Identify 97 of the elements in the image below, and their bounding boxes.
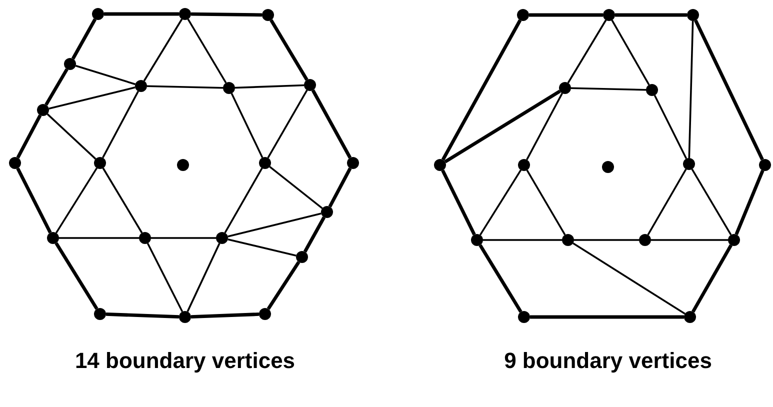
graph-edge (187, 18, 227, 84)
graph-edge (151, 237, 216, 239)
vertex-dot (321, 206, 333, 218)
graph-edge (143, 18, 183, 82)
vertex-dot (64, 58, 76, 70)
graph-edge (478, 244, 522, 313)
graph-edge (190, 12, 262, 17)
graph-edge (691, 168, 732, 236)
graph-edge (483, 239, 562, 241)
vertex-dot (434, 159, 446, 171)
graph-edge (267, 90, 308, 158)
graph-edge (526, 92, 563, 160)
vertex-dot (562, 234, 574, 246)
graph-edge (59, 237, 139, 239)
graph-edge (572, 242, 686, 315)
figure-caption: 9 boundary vertices (504, 348, 712, 374)
vertex-dot (646, 84, 658, 96)
graph-edge (146, 242, 184, 312)
graph-edge (75, 64, 136, 86)
graph-edge (48, 86, 136, 110)
vertex-dot (259, 308, 271, 320)
graph-edge (269, 166, 323, 209)
graph-edge (16, 168, 52, 234)
vertex-dot (37, 104, 49, 116)
graph-edge (46, 113, 96, 160)
graph-edge (234, 84, 304, 89)
graph-edge (55, 168, 98, 234)
graph-edge (186, 243, 220, 312)
vertex-dot (347, 157, 359, 169)
vertex-dot (687, 9, 699, 21)
vertex-dot (139, 232, 151, 244)
vertex-dot (639, 234, 651, 246)
graph-edge (694, 20, 764, 160)
vertex-dot (559, 82, 571, 94)
vertex-dot (683, 158, 695, 170)
vertex-dot (728, 234, 740, 246)
vertex-dot (94, 308, 106, 320)
vertex-dot (223, 82, 235, 94)
graph-edge (328, 168, 352, 208)
graph-edge (230, 93, 264, 158)
vertex-dot (518, 159, 530, 171)
graph-edge (228, 212, 322, 238)
vertex-dot (296, 251, 308, 263)
graph-edge (54, 242, 98, 310)
graph-edge (228, 238, 296, 256)
graph-edge (654, 94, 688, 160)
vertex-dot (684, 311, 696, 323)
graph-edge (303, 216, 326, 253)
graph-edge (567, 20, 607, 84)
graph-edge (530, 315, 684, 319)
graph-edge (102, 168, 143, 234)
graph-edge (441, 170, 476, 236)
vertex-dot (304, 79, 316, 91)
graph-edge (526, 170, 566, 236)
graph-edge (734, 170, 764, 236)
vertex-dot (92, 8, 104, 20)
graph-edge (270, 19, 308, 81)
vertex-dot (517, 9, 529, 21)
vertex-dot (471, 234, 483, 246)
vertex-dot (602, 161, 614, 173)
graph-edge (444, 90, 561, 164)
vertex-dot (262, 9, 274, 21)
graph-edge (570, 87, 646, 91)
graph-edge (102, 90, 139, 158)
graph-edge (266, 261, 300, 310)
vertex-dot (759, 159, 771, 171)
graph-edge (104, 12, 179, 16)
graph-edge (692, 244, 732, 313)
vertex-dot (179, 8, 191, 20)
graph-edge (44, 68, 68, 106)
vertex-dot (216, 232, 228, 244)
graph-edge (615, 13, 687, 17)
graph-edge (441, 19, 522, 161)
graph-edge (529, 13, 603, 17)
graph-edge (479, 170, 522, 236)
graph-edge (224, 168, 263, 234)
vertex-dot (47, 232, 59, 244)
graph-edge (688, 20, 694, 158)
graph-edge (106, 312, 180, 318)
vertex-dot (135, 80, 147, 92)
graph-edge (574, 239, 639, 241)
vertex-dot (177, 159, 189, 171)
vertex-dot (518, 311, 530, 323)
vertex-dot (94, 157, 106, 169)
vertex-dot (9, 157, 21, 169)
graph-edge (190, 312, 260, 318)
vertex-dot (179, 311, 191, 323)
vertex-dot (603, 9, 615, 21)
figure-caption: 14 boundary vertices (74, 348, 296, 374)
graph-edge (146, 85, 224, 89)
graph-edge (311, 89, 352, 159)
graph-edge (16, 114, 42, 158)
vertex-dot (259, 157, 271, 169)
graph-edge (647, 168, 687, 236)
graph-edge (651, 239, 728, 241)
graph-edge (611, 20, 650, 86)
graph-edge (71, 18, 97, 60)
